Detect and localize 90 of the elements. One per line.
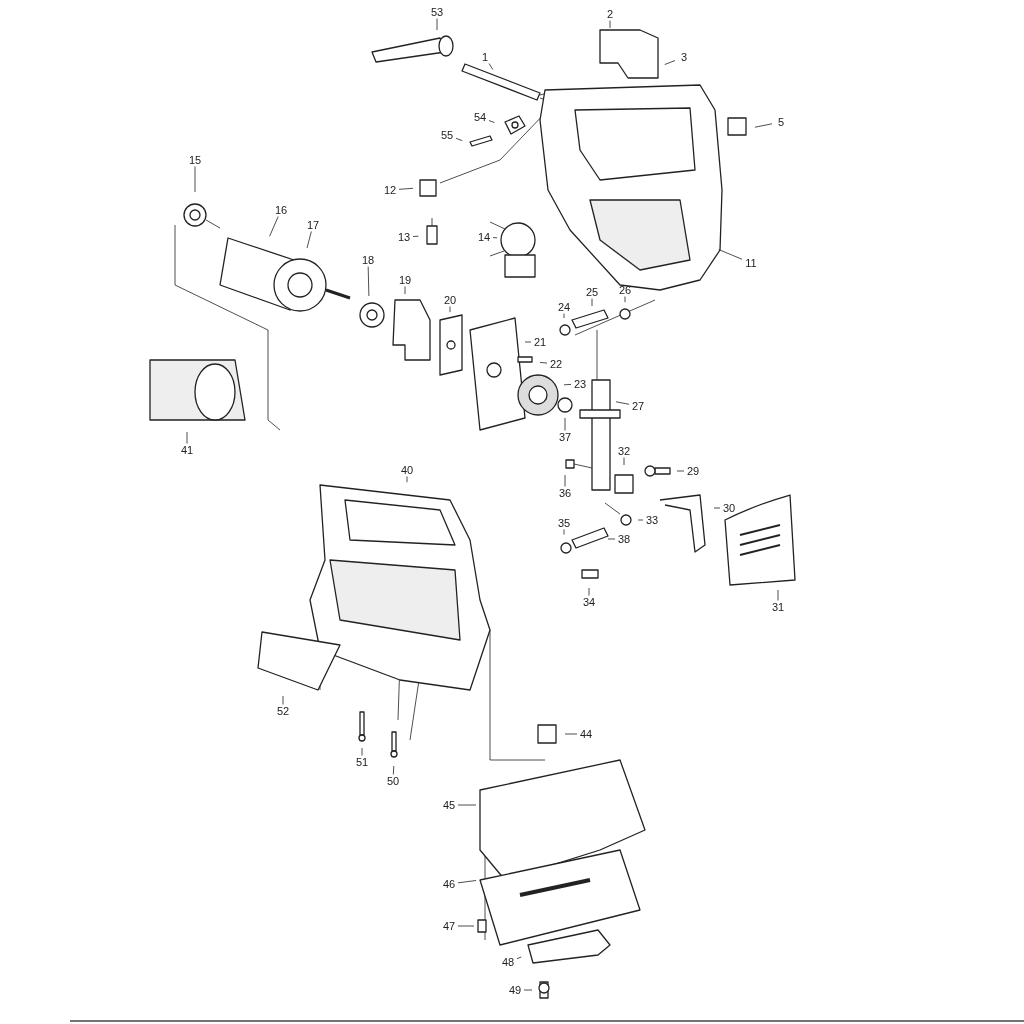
leader-line xyxy=(488,63,494,70)
callout-number: 48 xyxy=(499,955,517,969)
leader-line xyxy=(516,956,522,960)
callout-number: 20 xyxy=(441,293,459,307)
callout-number: 54 xyxy=(471,110,489,124)
leader-line xyxy=(615,401,630,405)
callout-number: 36 xyxy=(556,486,574,500)
leader-line xyxy=(269,216,279,237)
leader-line xyxy=(361,747,363,756)
leader-line xyxy=(624,296,626,303)
leader-line xyxy=(676,470,685,472)
callout-number: 22 xyxy=(547,357,565,371)
leader-line xyxy=(588,587,590,596)
leader-line xyxy=(539,362,548,364)
leader-line xyxy=(367,266,370,297)
leader-line xyxy=(457,804,477,806)
callout-number: 53 xyxy=(428,5,446,19)
leader-line xyxy=(564,417,566,431)
leader-line xyxy=(523,989,533,991)
callout-number: 52 xyxy=(274,704,292,718)
callout-number: 47 xyxy=(440,919,458,933)
leader-line xyxy=(457,880,477,884)
callout-number: 50 xyxy=(384,774,402,788)
leader-line xyxy=(564,733,578,735)
callout-number: 55 xyxy=(438,128,456,142)
callout-number: 5 xyxy=(772,115,790,129)
callout-number: 41 xyxy=(178,443,196,457)
leader-line xyxy=(392,765,395,775)
leader-line xyxy=(591,298,593,307)
leader-line xyxy=(406,476,408,483)
leader-line xyxy=(609,20,611,29)
leader-line xyxy=(412,235,419,237)
callout-number: 27 xyxy=(629,399,647,413)
callout-number: 46 xyxy=(440,877,458,891)
callout-number: 17 xyxy=(304,218,322,232)
leader-line xyxy=(607,538,616,540)
leader-line xyxy=(398,187,414,190)
callout-number: 35 xyxy=(555,516,573,530)
leader-line xyxy=(488,120,495,123)
leader-line xyxy=(563,313,565,319)
callout-number: 15 xyxy=(186,153,204,167)
leader-line xyxy=(306,231,312,249)
callout-number: 19 xyxy=(396,273,414,287)
callout-number: 14 xyxy=(475,230,493,244)
callout-number: 2 xyxy=(601,7,619,21)
leader-line xyxy=(186,431,188,444)
callout-number: 29 xyxy=(684,464,702,478)
leader-line xyxy=(524,341,532,343)
leader-line xyxy=(718,249,743,260)
callout-number: 30 xyxy=(720,501,738,515)
leader-line xyxy=(664,60,676,65)
leader-line xyxy=(754,123,773,128)
leader-line xyxy=(623,457,625,466)
leader-line xyxy=(436,18,438,31)
callout-number: 40 xyxy=(398,463,416,477)
callout-number: 37 xyxy=(556,430,574,444)
callout-number: 31 xyxy=(769,600,787,614)
leader-line xyxy=(492,237,498,239)
leader-line xyxy=(777,589,779,601)
callout-number: 12 xyxy=(381,183,399,197)
callout-number: 51 xyxy=(353,755,371,769)
callout-number: 1 xyxy=(476,50,494,64)
callout-number: 13 xyxy=(395,230,413,244)
callout-number: 25 xyxy=(583,285,601,299)
leader-line xyxy=(564,474,566,487)
leader-line xyxy=(449,306,451,313)
callout-number: 23 xyxy=(571,377,589,391)
callout-number: 18 xyxy=(359,253,377,267)
leader-line xyxy=(563,384,572,386)
callout-number: 32 xyxy=(615,444,633,458)
callout-number: 38 xyxy=(615,532,633,546)
leader-line xyxy=(404,286,406,295)
callout-number: 3 xyxy=(675,50,693,64)
callout-number: 21 xyxy=(531,335,549,349)
callout-number: 49 xyxy=(506,983,524,997)
leader-line xyxy=(194,166,196,193)
callout-number: 24 xyxy=(555,300,573,314)
leader-line xyxy=(563,529,565,535)
callout-number: 26 xyxy=(616,283,634,297)
callout-number: 34 xyxy=(580,595,598,609)
leader-line xyxy=(282,695,284,705)
leader-line xyxy=(713,507,721,509)
callout-number: 44 xyxy=(577,727,595,741)
callout-number: 33 xyxy=(643,513,661,527)
callout-number: 45 xyxy=(440,798,458,812)
callout-number: 16 xyxy=(272,203,290,217)
leader-line xyxy=(455,137,463,141)
leader-line xyxy=(637,519,644,521)
leader-line xyxy=(457,925,475,927)
callout-number: 11 xyxy=(742,256,760,270)
